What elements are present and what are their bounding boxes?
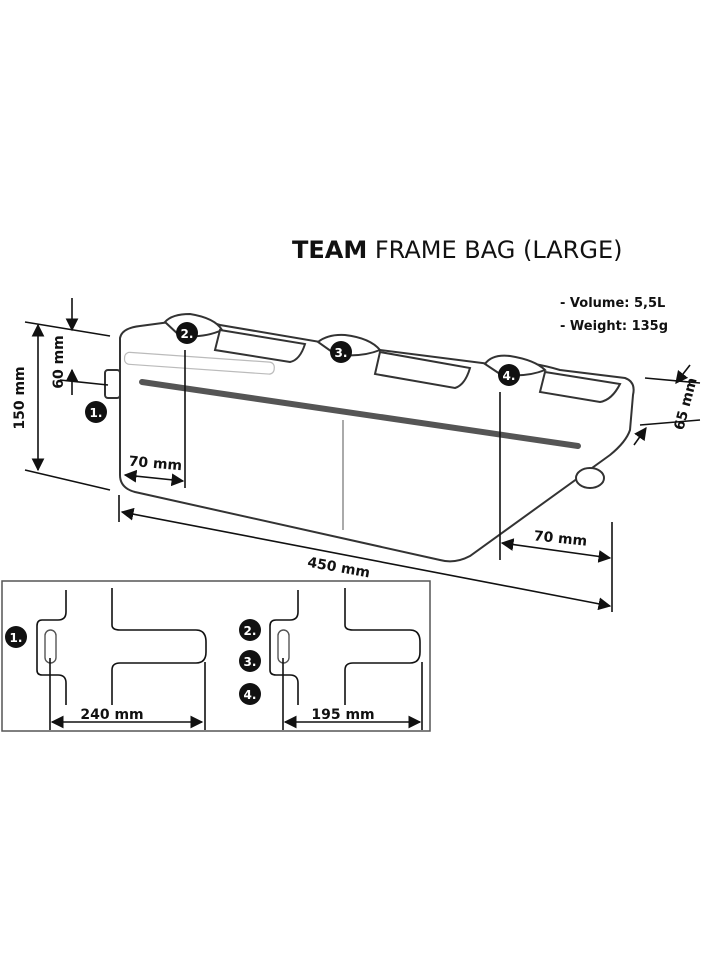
- svg-text:4.: 4.: [503, 369, 516, 383]
- callout-1: 1.: [85, 401, 107, 423]
- callout-3: 3.: [330, 341, 352, 363]
- strap-detail-box: [1, 580, 431, 732]
- dim-height-front: 60 mm: [51, 335, 67, 389]
- dim-strap-top: 195 mm: [311, 707, 374, 723]
- svg-text:1.: 1.: [90, 406, 103, 420]
- callout-2: 2.: [176, 322, 198, 344]
- dim-height-total: 150 mm: [12, 366, 28, 429]
- strap-callout-2: 2.: [239, 619, 261, 641]
- svg-text:2.: 2.: [244, 624, 257, 638]
- reflective-stripe: [139, 379, 581, 449]
- dim-strap-front: 240 mm: [80, 707, 143, 723]
- strap-callout-1: 1.: [5, 626, 27, 648]
- svg-text:3.: 3.: [335, 346, 348, 360]
- diagram-title: TEAM FRAME BAG (LARGE): [292, 236, 622, 264]
- svg-text:1.: 1.: [10, 631, 23, 645]
- svg-text:3.: 3.: [244, 655, 257, 669]
- strap-callout-3: 3.: [239, 650, 261, 672]
- callout-4: 4.: [498, 364, 520, 386]
- spec-volume: - Volume: 5,5L: [560, 296, 665, 311]
- dimension-lines: [24, 298, 701, 612]
- dim-offset-rear: 70 mm: [533, 528, 588, 550]
- dim-width: 65 mm: [671, 376, 700, 432]
- strap-callout-4: 4.: [239, 683, 261, 705]
- svg-text:4.: 4.: [244, 688, 257, 702]
- dim-offset-front: 70 mm: [128, 454, 183, 475]
- spec-weight: - Weight: 135g: [560, 319, 668, 334]
- svg-text:2.: 2.: [181, 327, 194, 341]
